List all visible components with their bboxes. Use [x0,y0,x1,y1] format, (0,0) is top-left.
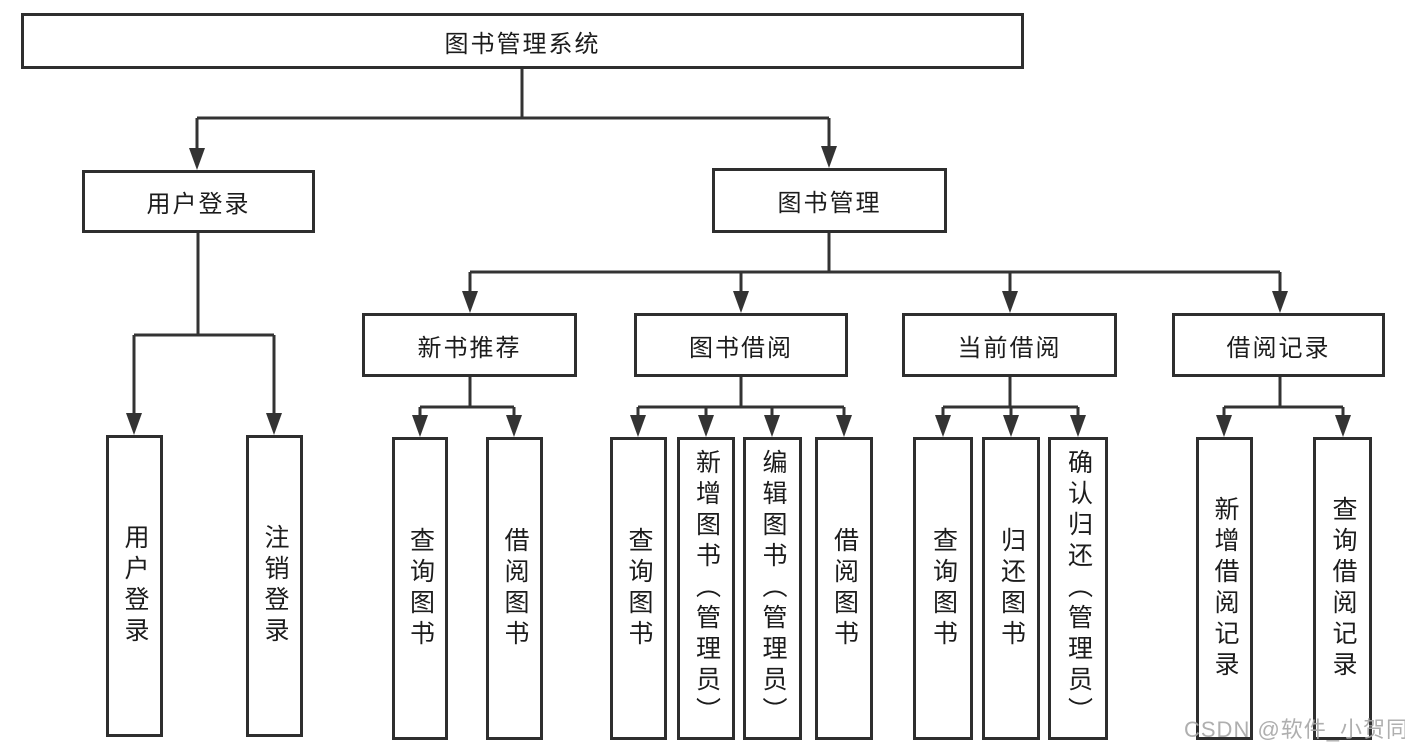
node-current-borrow: 当前借阅 [902,313,1117,377]
arrow-down-icon [836,415,852,437]
node-label: 查询图书 [929,526,958,651]
node-label: 归还图书 [997,526,1026,651]
arrow-down-icon [1272,291,1288,313]
node-leaf-logout: 注销登录 [246,435,303,737]
connector-root-to-level1 [189,69,837,170]
node-label: 新增图书（管理员） [692,449,721,728]
arrow-down-icon [462,291,478,313]
node-user-login-branch: 用户登录 [82,170,315,233]
arrow-down-icon [1216,415,1232,437]
connector-book-mgmt-branch [462,233,1288,313]
arrow-down-icon [764,415,780,437]
arrow-down-icon [935,415,951,437]
watermark: CSDN @软件_小贺同学 [1184,717,1405,742]
connector-new-books [412,377,522,437]
arrow-down-icon [698,415,714,437]
node-book-borrow: 图书借阅 [634,313,848,377]
connector-line [1222,377,1345,417]
arrow-down-icon [733,291,749,313]
node-root: 图书管理系统 [21,13,1024,69]
connector-user-login-branch [126,233,282,435]
arrow-down-icon [1002,291,1018,313]
arrow-down-icon [412,415,428,437]
node-new-books: 新书推荐 [362,313,577,377]
node-leaf-query-books-1: 查询图书 [392,437,448,740]
node-borrow-records: 借阅记录 [1172,313,1385,377]
node-label: 注销登录 [261,524,289,648]
connector-line [468,233,1282,293]
node-leaf-query-books-2: 查询图书 [610,437,667,740]
connector-borrow-records [1216,377,1351,437]
node-label: 查询借阅记录 [1329,495,1357,682]
arrow-down-icon [1335,415,1351,437]
node-label: 图书借阅 [689,334,793,362]
node-leaf-return-books: 归还图书 [982,437,1040,740]
node-label: 借阅图书 [830,526,859,651]
node-label: 新书推荐 [417,334,522,362]
arrow-down-icon [266,413,282,435]
arrow-down-icon [821,146,837,168]
node-label: 查询图书 [406,526,435,651]
node-label: 编辑图书（管理员） [759,449,787,728]
node-label: 用户登录 [121,524,149,648]
node-label: 图书管理 [777,190,882,217]
connector-line [195,69,831,150]
connector-line [418,377,516,417]
node-label: 用户登录 [146,191,251,218]
connector-line [636,377,846,417]
node-root-label: 图书管理系统 [444,30,601,58]
node-leaf-add-books-admin: 新增图书（管理员） [677,437,735,740]
node-book-mgmt-branch: 图书管理 [712,168,947,233]
connector-current-borrow [935,377,1086,437]
node-leaf-edit-books-admin: 编辑图书（管理员） [743,437,802,740]
node-leaf-confirm-return-admin: 确认归还（管理员） [1048,437,1108,740]
arrow-down-icon [126,413,142,435]
arrow-down-icon [1003,415,1019,437]
connector-line [132,233,276,415]
connector-line [941,377,1080,417]
node-label: 借阅图书 [501,526,529,651]
node-leaf-borrow-books-1: 借阅图书 [486,437,543,740]
node-leaf-query-borrow-record: 查询借阅记录 [1313,437,1372,740]
node-leaf-query-books-3: 查询图书 [913,437,973,740]
node-label: 当前借阅 [957,334,1062,362]
arrow-down-icon [630,415,646,437]
node-label: 新增借阅记录 [1211,495,1239,682]
node-label: 查询图书 [625,526,653,651]
connector-book-borrow [630,377,852,437]
node-label: 借阅记录 [1226,334,1331,362]
arrow-down-icon [189,148,205,170]
arrow-down-icon [506,415,522,437]
arrow-down-icon [1070,415,1086,437]
node-label: 确认归还（管理员） [1064,449,1093,728]
node-leaf-user-login: 用户登录 [106,435,163,737]
node-leaf-borrow-books-2: 借阅图书 [815,437,873,740]
node-leaf-add-borrow-record: 新增借阅记录 [1196,437,1253,740]
